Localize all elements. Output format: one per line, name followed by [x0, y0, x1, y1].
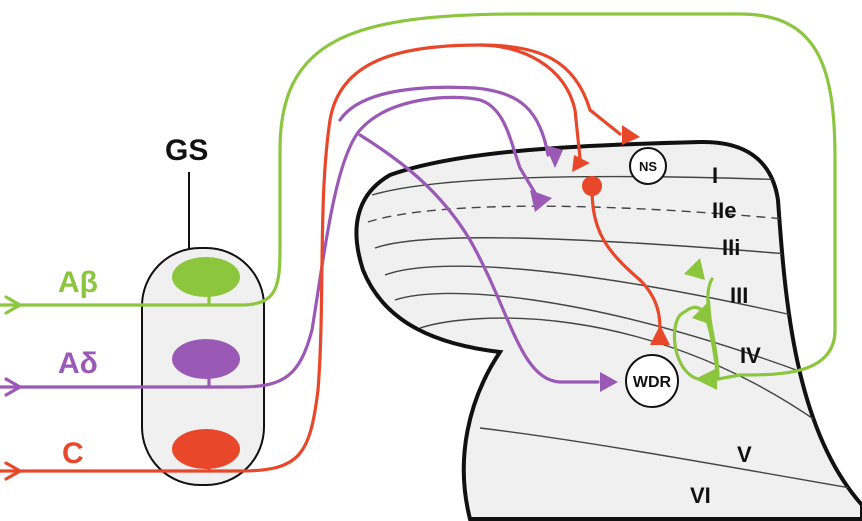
wdr-neuron [625, 354, 679, 408]
ad-terminal-lamina-i [545, 145, 563, 168]
c-terminal-ns [622, 125, 640, 145]
ns-neuron [629, 147, 667, 185]
ad-cell-body [172, 339, 240, 379]
lamina-label-v: V [737, 442, 752, 467]
ad-terminal-lamina-iie [530, 190, 552, 212]
c-terminal-lamina-i [572, 155, 590, 172]
c-terminal-wdr [650, 325, 670, 345]
ab-cell-body [172, 257, 240, 297]
lamina-label-i: I [712, 163, 718, 188]
lamina-label-vi: VI [690, 483, 711, 508]
ab-fiber-label: Aβ [58, 266, 98, 299]
laminae-boundaries [367, 175, 862, 491]
wdr-neuron-label: WDR [633, 374, 672, 391]
ad-terminal-wdr [600, 372, 618, 392]
lamina-label-iie: IIe [712, 198, 736, 223]
lamina-label-iii: III [730, 283, 748, 308]
ab-terminal-lamina-iii [684, 258, 705, 280]
ns-neuron-label: NS [639, 159, 657, 174]
lamina-label-iv: IV [740, 343, 761, 368]
ab-terminal-wdr [695, 368, 717, 390]
ganglion-label: GS [165, 134, 208, 167]
c-cell-body [172, 429, 240, 469]
lamina-label-iii-inner: IIi [722, 235, 740, 260]
ad-fiber [0, 85, 600, 397]
ab-terminal-lamina-iv [692, 300, 712, 325]
interneuron-cell [582, 176, 602, 196]
c-fiber-label: C [62, 437, 84, 470]
ad-fiber-label: Aδ [58, 347, 98, 380]
